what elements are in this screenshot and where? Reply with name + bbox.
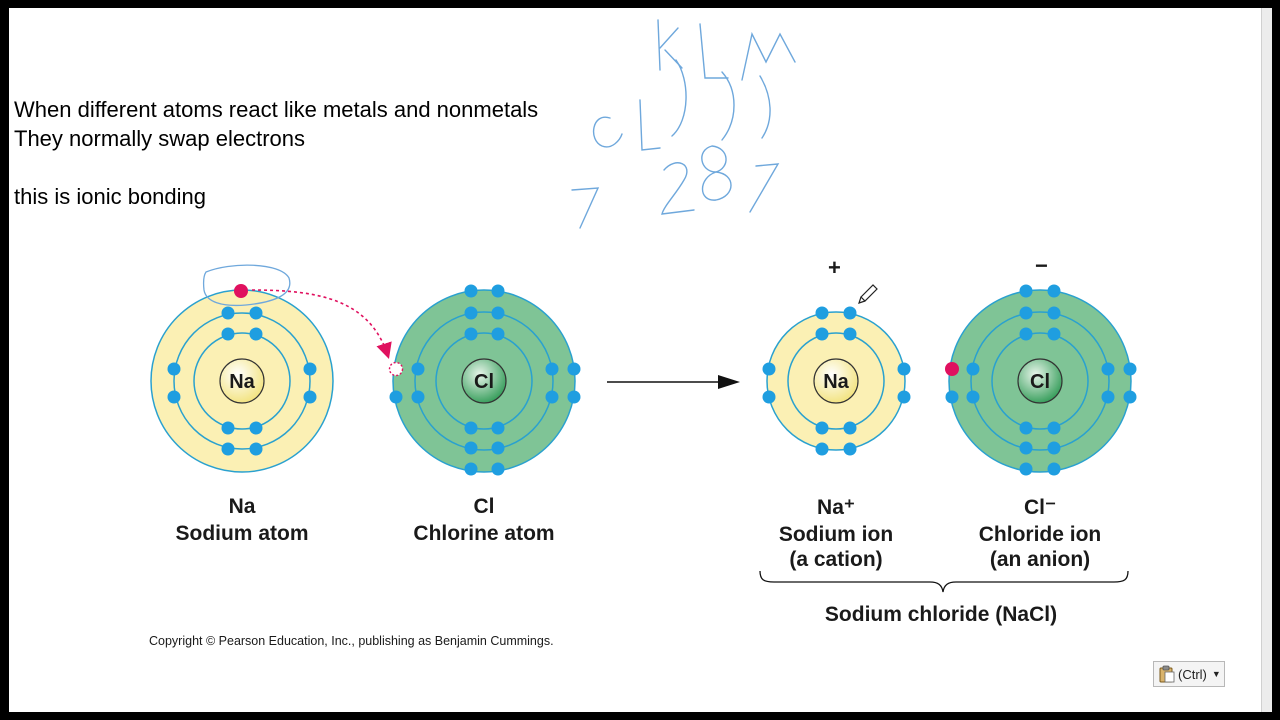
hand-mark-L bbox=[699, 23, 729, 79]
intro-line-1: When different atoms react like metals a… bbox=[14, 97, 539, 122]
chloride-ion: Cl bbox=[945, 284, 1137, 476]
intro-line-2: They normally swap electrons bbox=[14, 126, 306, 151]
reaction-arrow bbox=[607, 375, 740, 389]
sodium-atom-symbol: Na bbox=[228, 495, 256, 518]
hand-mark-2 bbox=[661, 162, 695, 215]
hand-mark-7 bbox=[571, 187, 600, 229]
sodium-ion-symbol: Na⁺ bbox=[817, 496, 855, 519]
sodium-atom-name: Sodium atom bbox=[175, 522, 309, 545]
chloride-ion-nucleus-label: Cl bbox=[1030, 371, 1050, 393]
chloride-ion-symbol: Cl⁻ bbox=[1023, 496, 1057, 519]
sodium-atom-caption: Na Sodium atom bbox=[142, 495, 342, 546]
hand-mark-M bbox=[741, 31, 796, 81]
gained-electron bbox=[945, 362, 959, 376]
sodium-ion-caption: Na⁺ Sodium ion (a cation) bbox=[736, 495, 936, 572]
hand-mark-bracket-3 bbox=[759, 75, 771, 139]
intro-text: When different atoms react like metals a… bbox=[14, 95, 538, 211]
chlorine-atom: Cl bbox=[388, 284, 581, 476]
hand-mark-bracket-1 bbox=[671, 59, 687, 137]
chloride-ion-caption: Cl⁻ Chloride ion (an anion) bbox=[940, 495, 1140, 572]
chevron-down-icon: ▼ bbox=[1211, 669, 1221, 679]
sodium-ion-nucleus-label: Na bbox=[823, 371, 849, 393]
compound-brace bbox=[759, 570, 1129, 593]
sodium-ion-type: (a cation) bbox=[789, 548, 883, 571]
chloride-ion-charge: − bbox=[1035, 253, 1048, 278]
clipboard-icon bbox=[1159, 665, 1175, 683]
chloride-ion-name: Chloride ion bbox=[978, 523, 1102, 546]
chloride-ion-type: (an anion) bbox=[989, 548, 1091, 571]
valence-electron bbox=[234, 284, 248, 298]
copyright-notice: Copyright © Pearson Education, Inc., pub… bbox=[149, 634, 554, 648]
hand-mark-bracket-2 bbox=[721, 71, 735, 141]
handwriting-highlight-loop bbox=[202, 264, 291, 307]
chlorine-nucleus-label: Cl bbox=[474, 371, 494, 393]
paste-options-button[interactable]: (Ctrl) ▼ bbox=[1153, 661, 1225, 687]
chlorine-atom-symbol: Cl bbox=[473, 495, 495, 518]
handwriting-annotations bbox=[571, 19, 796, 229]
chlorine-atom-name: Chlorine atom bbox=[413, 522, 555, 545]
pen-cursor-icon bbox=[858, 284, 878, 304]
hand-mark-Cl bbox=[592, 99, 661, 151]
hand-mark-7b bbox=[749, 163, 780, 213]
sodium-ion-name: Sodium ion bbox=[778, 523, 894, 546]
sodium-ion: Na bbox=[762, 306, 911, 456]
sodium-nucleus-label: Na bbox=[229, 371, 255, 393]
paste-options-label: (Ctrl) bbox=[1178, 666, 1207, 682]
electron-transfer-arrow bbox=[251, 289, 392, 360]
chlorine-atom-caption: Cl Chlorine atom bbox=[384, 495, 584, 546]
vertical-scrollbar[interactable] bbox=[1261, 8, 1272, 712]
intro-line-3: this is ionic bonding bbox=[14, 184, 207, 209]
compound-label: Sodium chloride (NaCl) bbox=[824, 603, 1058, 626]
vacant-electron-slot bbox=[388, 361, 404, 377]
sodium-atom: Na bbox=[150, 284, 334, 473]
sodium-ion-charge: + bbox=[828, 255, 841, 280]
hand-mark-8 bbox=[701, 145, 732, 201]
